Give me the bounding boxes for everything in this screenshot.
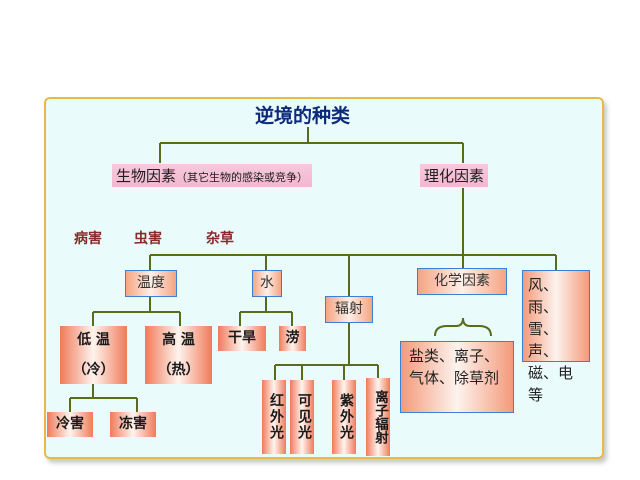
other-factors-box: 风、雨、雪、声、磁、电等 xyxy=(522,270,590,404)
temperature-box: 温度 xyxy=(125,270,177,297)
biological-note: （其它生物的感染或竞争） xyxy=(176,171,309,184)
physchem-factors: 理化因素 xyxy=(420,164,489,187)
ionizing-radiation-box: 离子辐射 xyxy=(366,378,390,456)
biological-factors: 生物因素（其它生物的感染或竞争） xyxy=(112,164,313,187)
freezing-injury-box: 冻害 xyxy=(110,412,156,437)
water-box: 水 xyxy=(252,270,282,297)
bio-item-weed: 杂草 xyxy=(206,231,234,247)
drought-box: 干旱 xyxy=(218,326,266,351)
low-temp-label: 低 温 xyxy=(77,332,110,348)
high-temp-sub: （热） xyxy=(157,362,200,378)
low-temp-sub: （冷） xyxy=(72,362,115,378)
infrared-box: 红外光 xyxy=(262,380,286,454)
biological-label: 生物因素 xyxy=(116,167,177,185)
low-temp-box: 低 温 （冷） xyxy=(60,326,127,384)
bio-item-disease: 病害 xyxy=(74,231,102,247)
ultraviolet-box: 紫外光 xyxy=(332,380,356,454)
radiation-box: 辐射 xyxy=(325,296,373,323)
flood-box: 涝 xyxy=(279,326,306,351)
chemical-box: 化学因素 xyxy=(417,268,507,295)
bio-item-insect: 虫害 xyxy=(134,231,162,247)
chemical-detail-box: 盐类、离子、气体、除草剂 xyxy=(400,341,514,413)
diagram-title: 逆境的种类 xyxy=(255,105,351,127)
visible-light-box: 可见光 xyxy=(290,380,314,454)
chilling-injury-box: 冷害 xyxy=(47,412,93,437)
high-temp-box: 高 温 （热） xyxy=(145,326,212,384)
high-temp-label: 高 温 xyxy=(162,332,195,348)
